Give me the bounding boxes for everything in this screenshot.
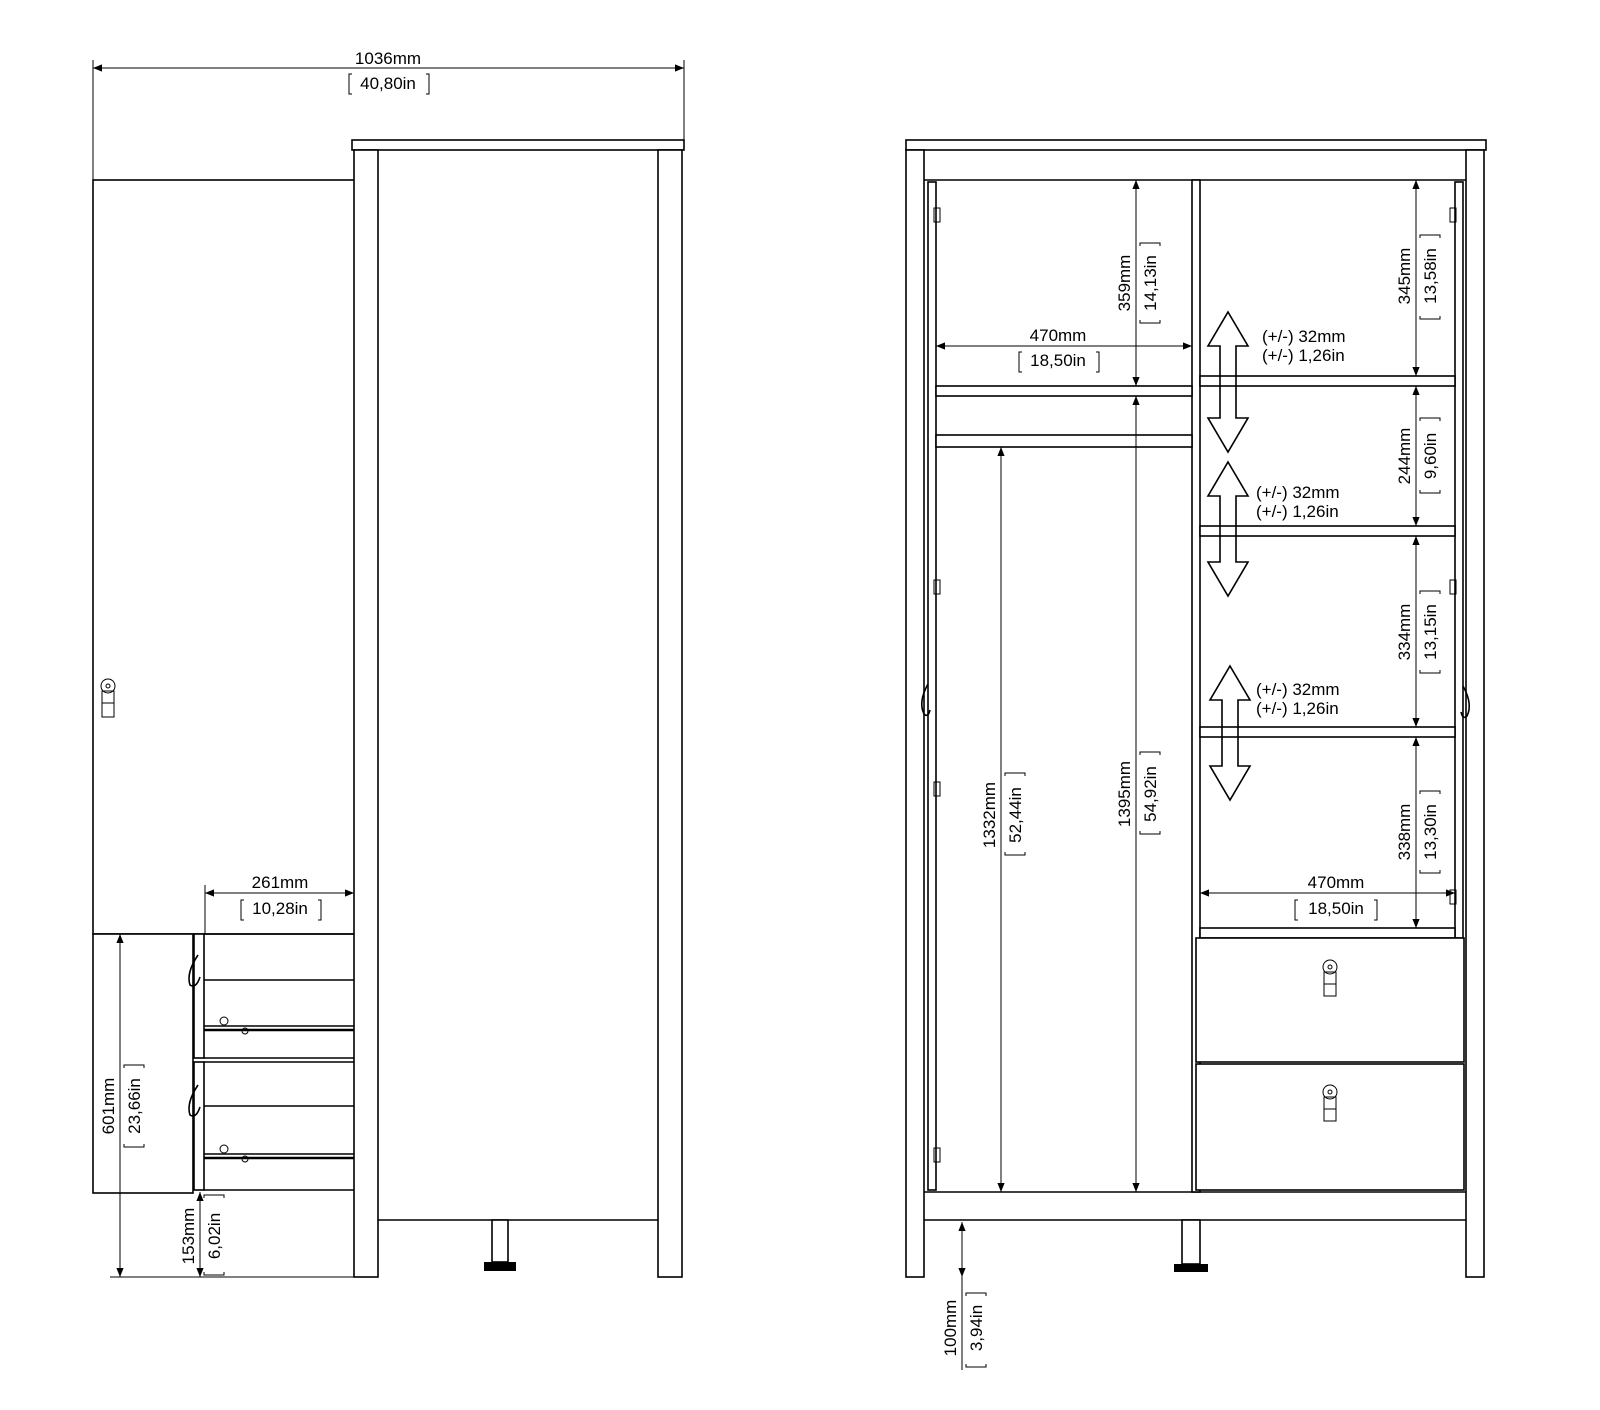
hanging-height-inch: 52,44in	[1006, 787, 1025, 843]
side-view: 1036mm 40,80in 261mm 10,28in 601mm 23,66…	[92, 49, 685, 1278]
hinge-icons-left	[933, 207, 941, 1163]
open-door-panel	[92, 179, 357, 935]
front-leg	[1181, 1219, 1201, 1265]
shelf-1-mm: 345mm	[1395, 248, 1414, 305]
front-right-post	[1465, 149, 1485, 1278]
floor-clearance-mm: 100mm	[941, 1300, 960, 1357]
front-top-panel	[905, 139, 1487, 151]
right-door-handle-icon	[1460, 685, 1471, 719]
shelf	[1199, 927, 1456, 939]
front-left-post	[905, 149, 925, 1278]
adjust-arrow-icon	[1206, 460, 1250, 598]
side-leg	[491, 1219, 509, 1263]
hanging-height-mm: 1332mm	[980, 782, 999, 848]
left-interior-height-mm: 1395mm	[1115, 761, 1134, 827]
adjust-3-in: (+/-) 1,26in	[1256, 699, 1339, 718]
right-door-edge	[1454, 181, 1464, 939]
drawer-handle-icon	[188, 1084, 201, 1117]
drawer-handle-icon	[188, 954, 201, 987]
left-width-inch: 18,50in	[1030, 351, 1086, 370]
open-drawers	[188, 933, 354, 1191]
shelf	[1199, 525, 1456, 537]
front-drawer-2	[1195, 1063, 1465, 1191]
top-compartment-mm: 359mm	[1115, 255, 1134, 312]
left-door-handle-icon	[920, 683, 931, 717]
drawer-area-left	[92, 933, 194, 1194]
door-handle-icon	[100, 678, 116, 718]
drawer-block-height-inch: 23,66in	[125, 1078, 144, 1134]
left-interior-height-inch: 54,92in	[1141, 766, 1160, 822]
adjust-3-mm: (+/-) 32mm	[1256, 680, 1340, 699]
shelf-3-mm: 334mm	[1395, 604, 1414, 661]
central-divider	[1191, 179, 1201, 1193]
adjust-2-mm: (+/-) 32mm	[1256, 483, 1340, 502]
adjust-2-in: (+/-) 1,26in	[1256, 502, 1339, 521]
drawer-block-height-mm: 601mm	[99, 1078, 118, 1135]
adjust-1-in: (+/-) 1,26in	[1262, 346, 1345, 365]
left-door-edge	[927, 181, 937, 1191]
floor-clearance-inch: 3,94in	[967, 1305, 986, 1351]
left-width-mm: 470mm	[1030, 326, 1087, 345]
hanging-rail	[935, 434, 1193, 448]
leg-height-mm: 153mm	[179, 1208, 198, 1265]
total-width-inch: 40,80in	[360, 74, 416, 93]
adjust-arrow-icon	[1206, 310, 1250, 454]
hat-shelf	[935, 385, 1193, 397]
right-width-mm: 470mm	[1308, 873, 1365, 892]
shelf-1-inch: 13,58in	[1421, 248, 1440, 304]
leg-height-inch: 6,02in	[205, 1213, 224, 1259]
front-drawer-1	[1195, 937, 1465, 1063]
adjust-1-mm: (+/-) 32mm	[1262, 327, 1346, 346]
shelf-4-inch: 13,30in	[1421, 804, 1440, 860]
total-width-mm: 1036mm	[355, 49, 421, 68]
side-back-post	[657, 149, 683, 1278]
top-compartment-inch: 14,13in	[1141, 255, 1160, 311]
shelf-2-inch: 9,60in	[1421, 433, 1440, 479]
side-foot	[484, 1262, 516, 1271]
front-foot	[1174, 1264, 1208, 1272]
drawer-depth-inch: 10,28in	[252, 899, 308, 918]
shelf-2-mm: 244mm	[1395, 428, 1414, 485]
shelf-4-mm: 338mm	[1395, 804, 1414, 861]
drawer-handle-icon	[1322, 959, 1338, 997]
front-view: (+/-) 32mm (+/-) 1,26in (+/-) 32mm (+/-)…	[905, 139, 1487, 1370]
shelf	[1199, 726, 1456, 738]
shelf-3-inch: 13,15in	[1421, 604, 1440, 660]
right-width-inch: 18,50in	[1308, 899, 1364, 918]
side-top-panel	[351, 139, 685, 151]
drawer-depth-mm: 261mm	[252, 873, 309, 892]
drawer-handle-icon	[1322, 1084, 1338, 1122]
adjust-arrow-icon	[1208, 664, 1252, 802]
hinge-icons-right	[1449, 207, 1457, 905]
side-front-post	[353, 149, 379, 1278]
shelf	[1199, 375, 1456, 387]
